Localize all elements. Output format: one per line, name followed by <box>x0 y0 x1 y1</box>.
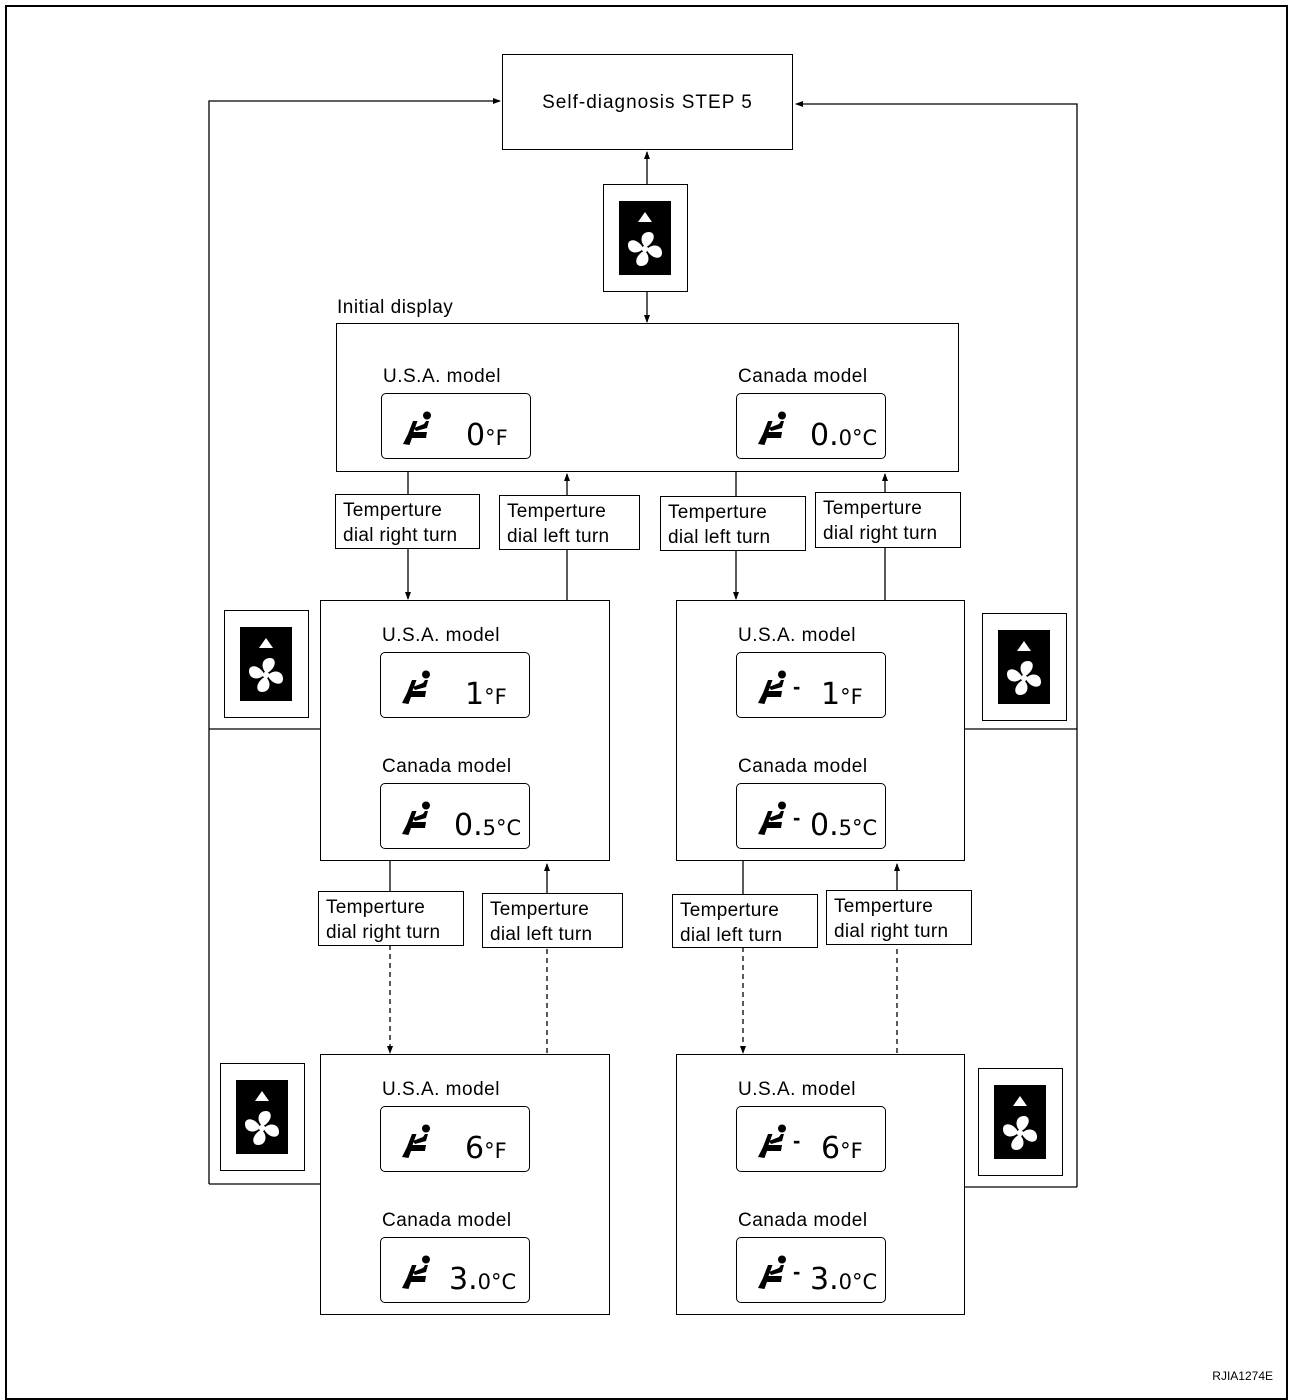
fan-up-button-right-2[interactable] <box>978 1068 1063 1176</box>
loop-right <box>795 101 1078 1187</box>
lcd-minus1-canada: - 0.5°C <box>736 783 886 849</box>
lcd-minusmax-usa: - 6°F <box>736 1106 886 1172</box>
lcd-decimal: 5 <box>482 816 496 840</box>
lcd-initial-canada: 0.0°C <box>736 393 886 459</box>
lcd-unit: °C <box>496 816 522 840</box>
usa-model-label: U.S.A. model <box>738 1079 856 1100</box>
fan-up-button-left-2[interactable] <box>220 1063 305 1171</box>
reference-code: RJIA1274E <box>1212 1369 1273 1383</box>
lcd-minus-sign: - <box>793 805 801 830</box>
lcd-unit: °C <box>491 1270 517 1294</box>
initial-display-box: U.S.A. model Canada model 0°F 0.0°C <box>336 323 959 472</box>
fan-up-icon <box>245 1091 279 1145</box>
lcd-minus-sign: - <box>793 1128 801 1153</box>
lcd-decimal: 5 <box>838 816 852 840</box>
canada-model-label: Canada model <box>738 756 868 777</box>
self-diagnosis-step5-box: Self-diagnosis STEP 5 <box>502 54 793 150</box>
lcd-unit: °F <box>484 685 507 709</box>
usa-model-label: U.S.A. model <box>383 366 501 387</box>
driver-seat-icon <box>402 801 430 835</box>
lcd-decimal: 0 <box>838 1270 852 1294</box>
lcd-value: 1 <box>821 677 841 712</box>
lcd-plusmax-canada: 3.0°C <box>380 1237 530 1303</box>
usa-model-label: U.S.A. model <box>382 625 500 646</box>
display-box-minus-max: U.S.A. model - 6°F Canada model - 3.0°C <box>676 1054 965 1315</box>
fan-up-button-left-1[interactable] <box>224 610 309 718</box>
usa-model-label: U.S.A. model <box>382 1079 500 1100</box>
fan-up-button-top[interactable] <box>603 184 688 292</box>
fan-up-icon <box>1007 641 1041 695</box>
driver-seat-icon <box>758 411 786 445</box>
fan-up-icon <box>1003 1096 1037 1150</box>
fan-up-icon <box>249 638 283 692</box>
lcd-unit: °C <box>852 816 878 840</box>
display-box-plus-max: U.S.A. model 6°F Canada model 3.0°C <box>320 1054 610 1315</box>
canada-model-label: Canada model <box>382 1210 512 1231</box>
lcd-value: 0. <box>810 418 839 453</box>
lcd-plusmax-usa: 6°F <box>380 1106 530 1172</box>
loop-left <box>208 98 501 1184</box>
lcd-value: 6 <box>465 1131 485 1166</box>
lcd-unit: °F <box>840 1139 863 1163</box>
canada-model-label: Canada model <box>382 756 512 777</box>
initial-display-label: Initial display <box>337 297 454 318</box>
usa-model-label: U.S.A. model <box>738 625 856 646</box>
driver-seat-icon <box>758 670 786 704</box>
lcd-decimal: 0 <box>838 426 852 450</box>
lcd-unit: °F <box>484 1139 507 1163</box>
page-title: Self-diagnosis STEP 5 <box>542 92 753 113</box>
lcd-unit: °F <box>485 426 508 450</box>
lcd-plus1-canada: 0.5°C <box>380 783 530 849</box>
lcd-value: 3. <box>449 1262 478 1297</box>
canada-model-label: Canada model <box>738 1210 868 1231</box>
lcd-minusmax-canada: - 3.0°C <box>736 1237 886 1303</box>
lcd-value: 1 <box>465 677 485 712</box>
driver-seat-icon <box>402 1124 430 1158</box>
lcd-minus1-usa: - 1°F <box>736 652 886 718</box>
lcd-value: 0. <box>454 808 483 843</box>
canada-model-label: Canada model <box>738 366 868 387</box>
lcd-initial-usa: 0°F <box>381 393 531 459</box>
lcd-minus-sign: - <box>793 1259 801 1284</box>
driver-seat-icon <box>758 801 786 835</box>
driver-seat-icon <box>403 411 431 445</box>
lcd-minus-sign: - <box>793 674 801 699</box>
lcd-unit: °C <box>852 426 878 450</box>
driver-seat-icon <box>402 670 430 704</box>
driver-seat-icon <box>758 1255 786 1289</box>
display-box-plus-1: U.S.A. model 1°F Canada model 0.5°C <box>320 600 610 861</box>
display-box-minus-1: U.S.A. model - 1°F Canada model - 0.5°C <box>676 600 965 861</box>
lcd-value: 6 <box>821 1131 841 1166</box>
lcd-value: 0 <box>466 418 486 453</box>
driver-seat-icon <box>402 1255 430 1289</box>
lcd-plus1-usa: 1°F <box>380 652 530 718</box>
fan-up-icon <box>628 212 662 266</box>
lcd-value: 0. <box>810 808 839 843</box>
lcd-unit: °C <box>852 1270 878 1294</box>
driver-seat-icon <box>758 1124 786 1158</box>
lcd-decimal: 0 <box>477 1270 491 1294</box>
lcd-value: 3. <box>810 1262 839 1297</box>
fan-up-button-right-1[interactable] <box>982 613 1067 721</box>
lcd-unit: °F <box>840 685 863 709</box>
